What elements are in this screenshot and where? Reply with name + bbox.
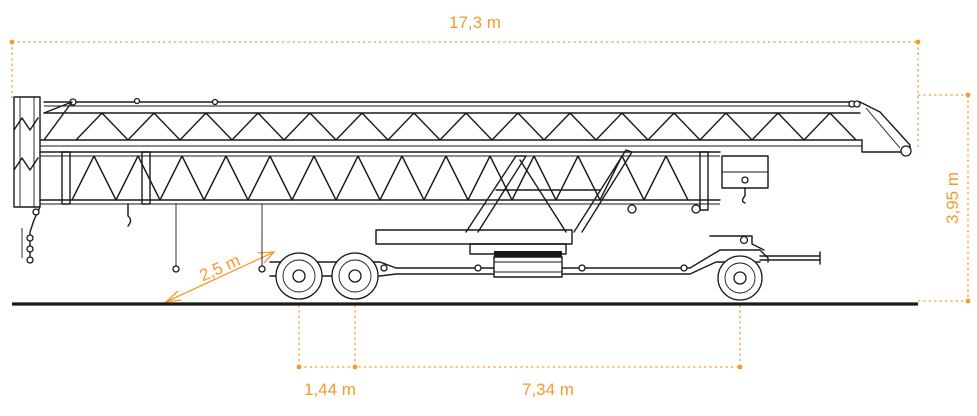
rear-wheel <box>717 255 763 301</box>
tower-section <box>39 151 769 273</box>
trailer-chassis <box>269 149 821 278</box>
axle-spacing-label: 1,44 m <box>304 380 356 399</box>
length-dimension: 17,3 m <box>9 13 921 150</box>
wheelbase-dimension: 1,44 m 7,34 m <box>296 305 743 399</box>
front-wheel-2 <box>331 252 379 300</box>
front-wheel-1 <box>275 252 323 300</box>
height-dimension: 3,95 m <box>918 92 971 304</box>
clearance-dimension: 2,5 m <box>164 251 276 303</box>
clearance-label: 2,5 m <box>196 251 243 286</box>
upper-jib <box>39 97 912 157</box>
length-label: 17,3 m <box>449 13 501 32</box>
mast-head <box>13 96 41 264</box>
height-label: 3,95 m <box>943 172 962 224</box>
wheelbase-label: 7,34 m <box>522 380 574 399</box>
